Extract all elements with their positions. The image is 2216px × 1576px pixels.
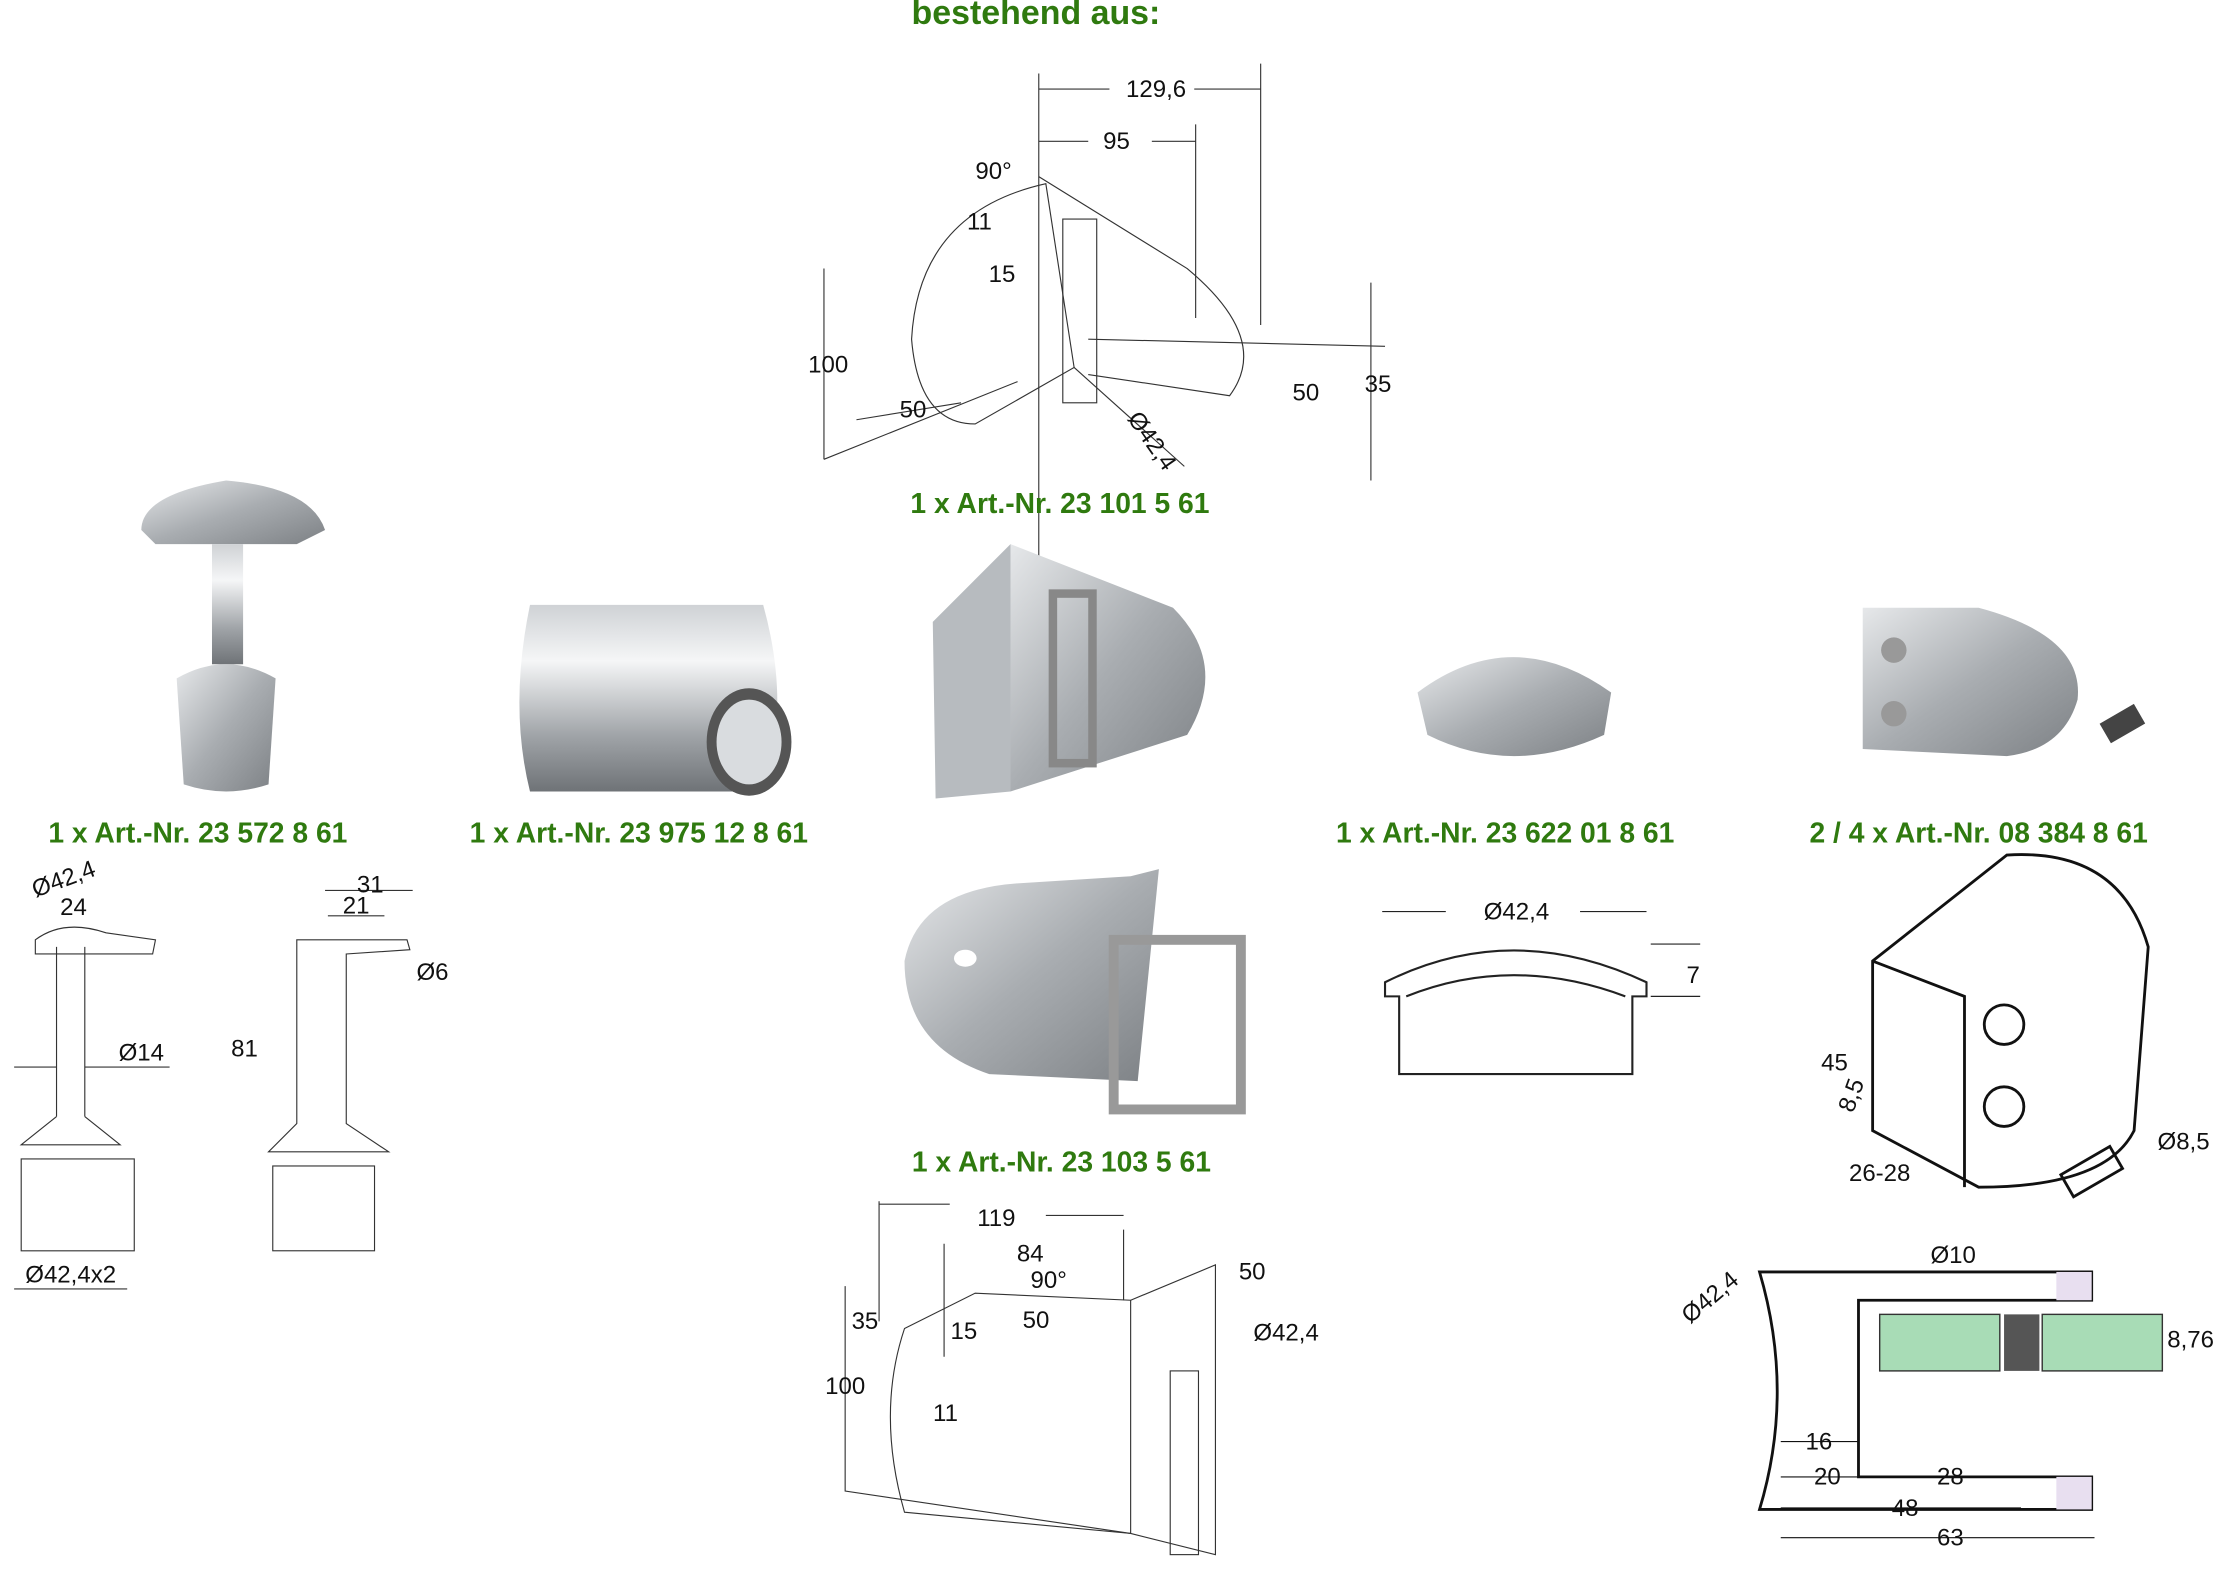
dim-label: Ø8,5 (2157, 1128, 2210, 1156)
dim-label: 84 (1016, 1240, 1044, 1268)
dim-label: 28 (1936, 1463, 1964, 1491)
dim-label: 129,6 (1126, 75, 1187, 103)
dim-label: Ø42,4 (1483, 898, 1550, 926)
dim-label: 24 (60, 893, 87, 921)
dim-label: 90° (1030, 1267, 1067, 1294)
top-bracket-drawing (823, 63, 1386, 735)
dim-label: 20 (1814, 1463, 1841, 1491)
dim-label: 26-28 (1848, 1159, 1911, 1187)
clamp-iso-drawing (1871, 853, 2150, 1199)
dim-label: 63 (1936, 1524, 1964, 1552)
dim-label: 50 (1292, 379, 1320, 407)
product-images (141, 480, 2146, 1115)
dim-label: 15 (950, 1317, 978, 1345)
post-drawings (14, 889, 413, 1290)
product-label-08-384: 2 / 4 x Art.-Nr. 08 384 8 61 (1809, 818, 2148, 850)
dim-label: 119 (977, 1204, 1016, 1232)
dim-label: Ø14 (118, 1039, 165, 1067)
dim-label: 8,76 (2167, 1326, 2215, 1354)
dim-label: Ø42,4x2 (25, 1261, 117, 1289)
dim-label: 7 (1686, 961, 1700, 989)
dim-label: 35 (851, 1308, 879, 1335)
dim-label: Ø6 (416, 958, 449, 986)
product-label-23-572: 1 x Art.-Nr. 23 572 8 61 (48, 818, 348, 850)
cap-drawing (1382, 911, 1701, 1076)
dim-label: Ø42,4 (1253, 1319, 1319, 1347)
dim-label: 45 (1821, 1049, 1848, 1077)
dim-label: 81 (231, 1035, 258, 1063)
dim-label: 15 (988, 260, 1016, 288)
dim-label: 90° (975, 157, 1012, 185)
dim-label: 21 (342, 892, 370, 920)
product-label-23-975: 1 x Art.-Nr. 23 975 12 8 61 (469, 818, 808, 850)
product-label-23-622: 1 x Art.-Nr. 23 622 01 8 61 (1335, 818, 1675, 850)
dim-label: 100 (808, 351, 849, 379)
product-label-23-101: 1 x Art.-Nr. 23 101 5 61 (910, 489, 1210, 521)
dim-label: 100 (825, 1373, 866, 1400)
bottom-bracket-drawing (844, 1201, 1217, 1556)
dim-label: Ø10 (1930, 1241, 1976, 1269)
dim-label: 31 (356, 871, 384, 899)
section-title: bestehend aus: (911, 0, 1161, 33)
dim-label: 50 (1022, 1306, 1050, 1334)
dim-label: 35 (1364, 370, 1392, 398)
product-label-23-103: 1 x Art.-Nr. 23 103 5 61 (911, 1147, 1211, 1179)
dim-label: 16 (1805, 1428, 1833, 1455)
dim-label: 11 (966, 208, 992, 236)
dim-label: 48 (1891, 1494, 1919, 1522)
clamp-section-drawing (1757, 1270, 2164, 1539)
dim-label: 11 (933, 1399, 958, 1427)
dim-label: 50 (1238, 1258, 1266, 1286)
dim-label: 50 (899, 396, 927, 424)
dim-label: 95 (1103, 127, 1130, 155)
